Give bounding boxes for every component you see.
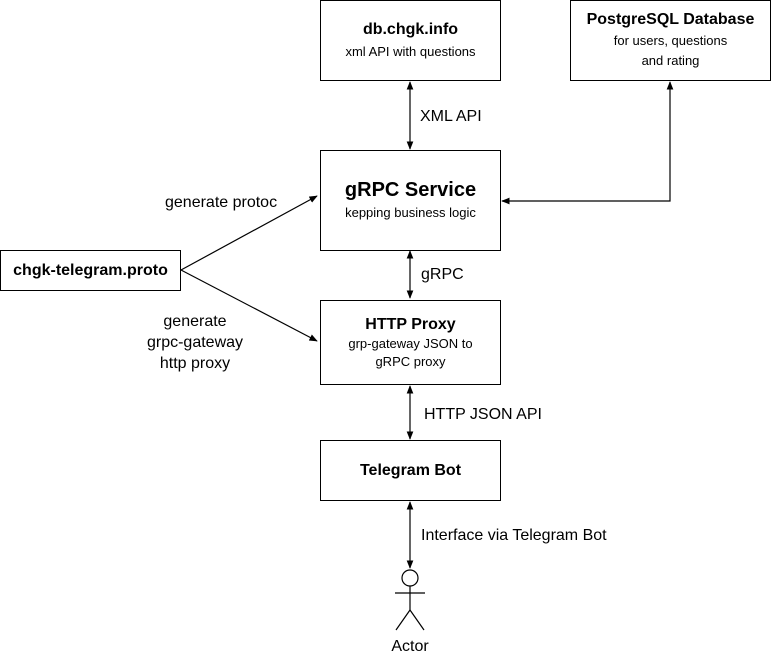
- node-grpc-subtitle: kepping business logic: [345, 205, 476, 220]
- actor-label: Actor: [391, 638, 429, 655]
- edge-generate-protoc: [180, 195, 318, 271]
- edge-label-gateway-line-3: http proxy: [159, 355, 231, 372]
- node-http-proxy-subtitle-2: gRPC proxy: [375, 353, 446, 369]
- node-postgres-subtitle-2: and rating: [641, 53, 700, 68]
- node-proto-title: chgk-telegram.proto: [13, 262, 168, 279]
- edge-label-http-json: HTTP JSON API: [424, 406, 542, 423]
- node-postgres-subtitle-1: for users, questions: [613, 33, 728, 48]
- edge-generate-gateway: [180, 269, 318, 342]
- node-grpc-service: gRPC Service kepping business logic: [320, 150, 501, 251]
- node-http-proxy-subtitle-1: grp-gateway JSON to: [348, 335, 473, 351]
- edge-label-gateway-line-2: grpc-gateway: [146, 334, 244, 351]
- edge-label-xml-api: XML API: [420, 108, 482, 125]
- node-postgres-title: PostgreSQL Database: [586, 11, 755, 28]
- node-telegram-bot: Telegram Bot: [320, 440, 501, 501]
- edge-postgres: [501, 81, 674, 205]
- edge-label-interface: Interface via Telegram Bot: [421, 527, 607, 544]
- node-postgres: PostgreSQL Database for users, questions…: [570, 0, 771, 81]
- actor-icon: [395, 569, 425, 631]
- edge-label-gateway-line-1: generate: [163, 313, 227, 330]
- node-chgk-api: db.chgk.info xml API with questions: [320, 0, 501, 81]
- node-http-proxy: HTTP Proxy grp-gateway JSON to gRPC prox…: [320, 300, 501, 385]
- edge-label-grpc: gRPC: [421, 266, 464, 283]
- node-proto: chgk-telegram.proto: [0, 250, 181, 291]
- node-chgk-api-title: db.chgk.info: [362, 20, 459, 38]
- node-chgk-api-subtitle: xml API with questions: [345, 43, 476, 59]
- edge-label-generate-protoc: generate protoc: [165, 194, 278, 211]
- node-grpc-title: gRPC Service: [344, 179, 477, 201]
- edge-label-generate-gateway: generate grpc-gateway http proxy: [135, 311, 255, 374]
- node-bot-title: Telegram Bot: [359, 462, 462, 479]
- node-http-proxy-title: HTTP Proxy: [365, 315, 456, 333]
